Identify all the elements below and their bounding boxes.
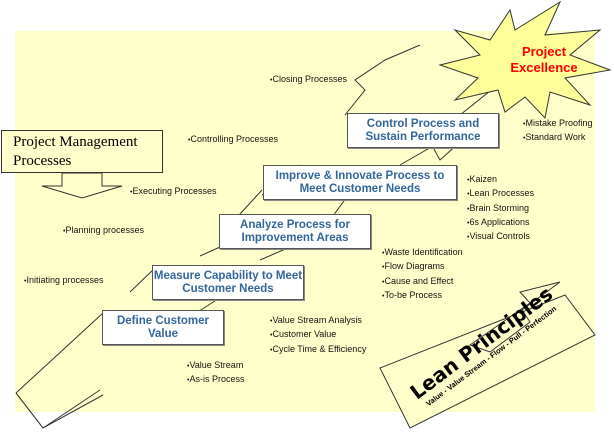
tools-improve: KaizenLean ProcessesBrain Storming6s App… [467,173,534,244]
pm-phase-planning: Planning processes [63,224,144,238]
pm-processes-box: Project Management Processes [1,130,163,173]
goal-label: Project Excellence [494,44,594,76]
pm-phase-controlling: Controlling Processes [188,133,278,147]
pm-phase-executing: Executing Processes [130,185,216,199]
tools-control: Mistake ProofingStandard Work [523,117,592,146]
lean-arrow-box [379,294,596,429]
pm-phase-closing: Closing Processes [270,73,347,87]
step-analyze: Analyze Process for Improvement Areas [219,214,371,249]
step-define: Define Customer Value [102,310,224,345]
step-improve: Improve & Innovate Process to Meet Custo… [263,165,457,200]
tools-measure: Value Stream AnalysisCustomer ValueCycle… [270,314,366,357]
tools-analyze: Waste IdentificationFlow DiagramsCause a… [382,246,462,303]
lean-arrow-head [468,281,561,353]
step-measure: Measure Capability to Meet Customer Need… [152,265,304,300]
pm-arrow [41,172,123,199]
goal-line2: Excellence [510,60,578,75]
step-control: Control Process and Sustain Performance [347,113,499,148]
pm-phase-initiating: Initiating processes [24,274,103,288]
tools-define: Value StreamAs-is Process [187,359,244,388]
goal-line1: Project [521,44,567,59]
